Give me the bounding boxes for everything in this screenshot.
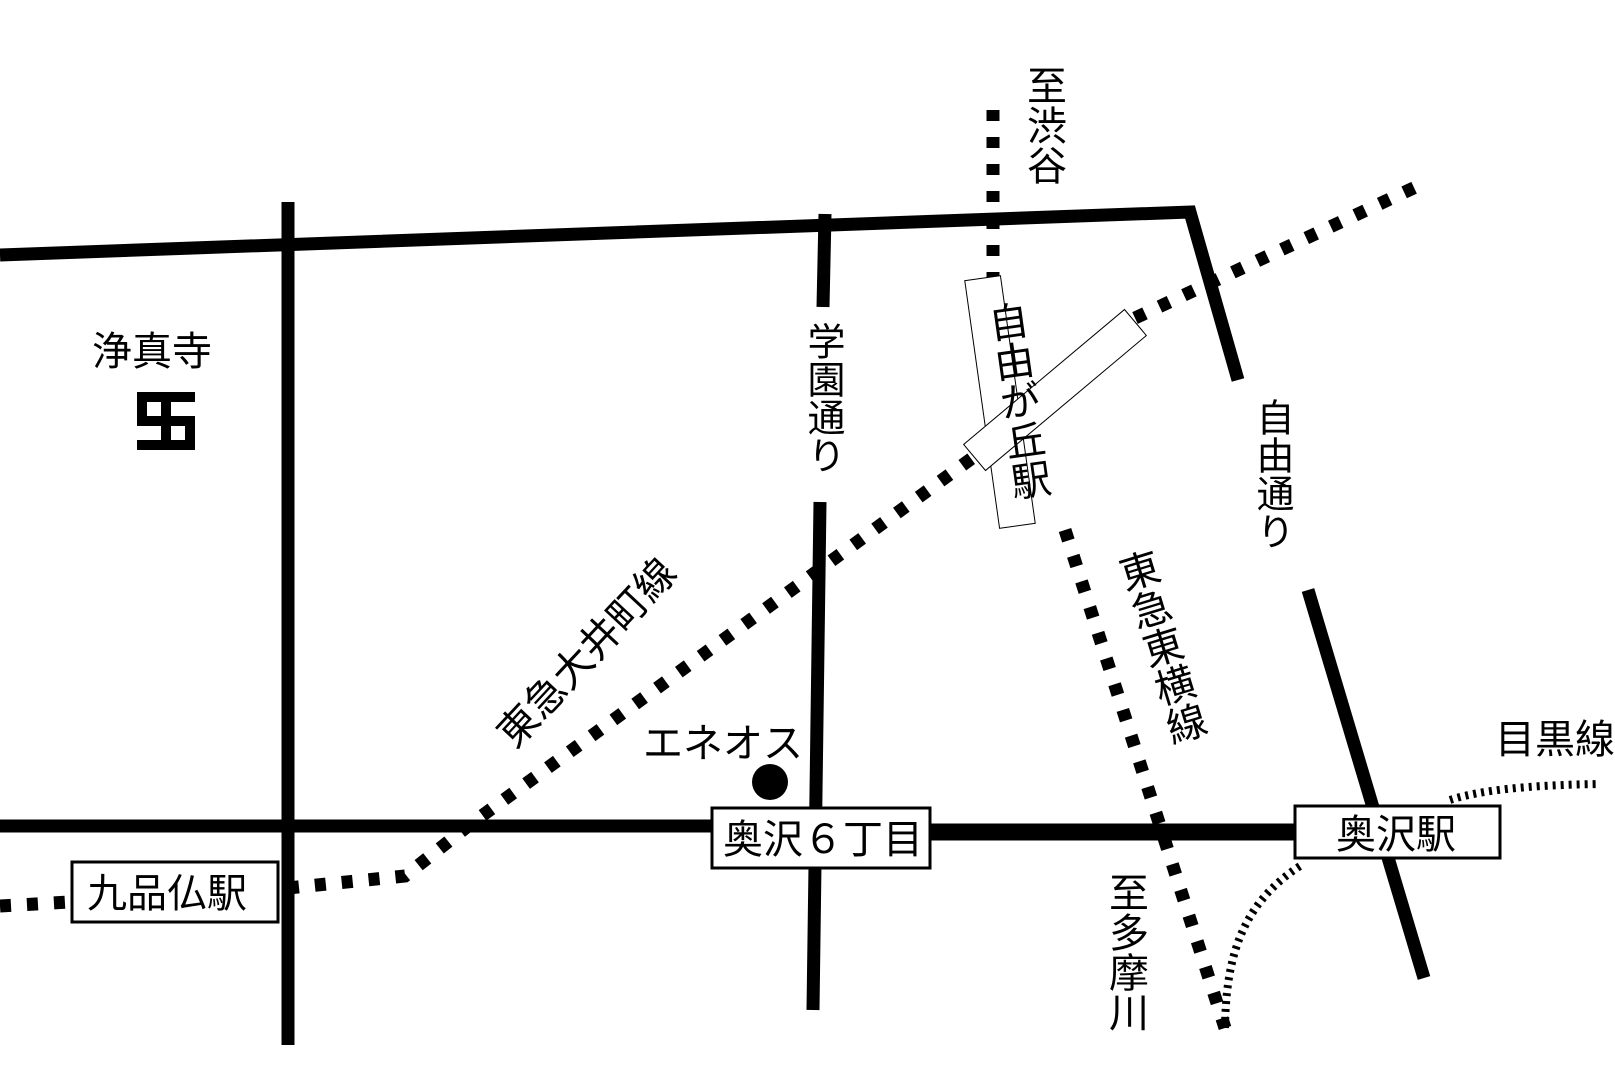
jiyu-street-label: 自由通り [1250,398,1294,550]
okusawa-station-box [1293,804,1502,860]
okusawa-6-station: 奥沢６丁目 [710,806,932,870]
jiyugaoka-station-platforms [962,275,1148,529]
to-tamagawa-label: 至多摩川 [1102,872,1148,1032]
meguro-line-track [1221,780,1601,1029]
temple-label: 浄真寺 [92,329,212,375]
to-shibuya-label: 至渋谷 [1020,65,1066,185]
north-road [0,205,1245,382]
meguro-line-label: 目黒線 [1495,717,1615,763]
kuhonbutsu-station-box [70,860,280,924]
toyoko-line-track-south [1058,528,1232,1030]
jiyu-street-lower [1301,588,1431,980]
okusawa-station-label: 奥沢駅 [1336,812,1456,858]
okusawa-6-station-label: 奥沢６丁目 [723,817,923,863]
roads [0,202,1431,1045]
filled-circle-icon [752,764,788,800]
oimachi-platform [962,308,1148,472]
gakuen-street-upper [816,213,832,308]
kuhonbutsu-station-label: 九品仏駅 [87,871,247,917]
gas-station-label: エネオス [643,721,803,767]
gakuen-street-lower [806,501,827,1011]
okusawa-6-station-box [710,806,932,870]
railways [0,110,1601,1030]
manji-icon [137,392,195,450]
oimachi-line-track [0,179,1423,913]
temple-marker: 浄真寺 [92,329,212,450]
gas-station-marker: エネオス [643,721,803,800]
gakuen-street-label: 学園通り [801,322,845,474]
okusawa-station: 奥沢駅 [1293,804,1502,860]
kuhonbutsu-station: 九品仏駅 [70,860,280,924]
